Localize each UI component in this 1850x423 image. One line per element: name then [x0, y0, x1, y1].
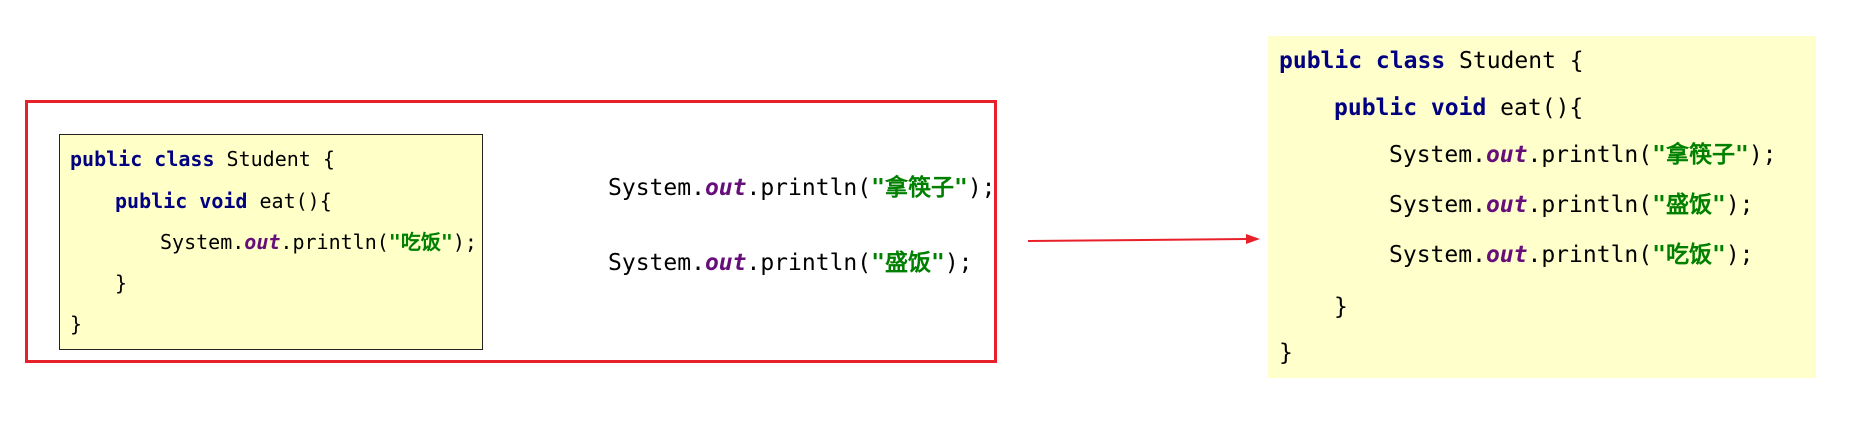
code-line-println: System.out.println("吃饭");: [160, 230, 477, 254]
code-line-class-close: }: [70, 312, 83, 336]
code-line-println: System.out.println("盛饭");: [1389, 192, 1754, 218]
code-line-class-decl: public class Student {: [1279, 48, 1584, 74]
code-line-method-decl: public void eat(){: [1334, 95, 1584, 121]
code-line-class-decl: public class Student {: [70, 147, 335, 171]
merged-class-code-block: public class Student { public void eat()…: [1268, 36, 1816, 378]
highlight-frame: [25, 100, 997, 363]
code-line-method-decl: public void eat(){: [115, 189, 332, 213]
code-line-method-close: }: [115, 271, 128, 295]
statement-line: System.out.println("盛饭");: [608, 250, 973, 276]
code-line-method-close: }: [1334, 294, 1348, 320]
merge-arrow-icon: [1027, 234, 1260, 244]
original-class-code-block: public class Student { public void eat()…: [59, 134, 483, 350]
code-line-println: System.out.println("拿筷子");: [1389, 142, 1777, 168]
code-line-class-close: }: [1279, 340, 1293, 366]
code-line-println: System.out.println("吃饭");: [1389, 242, 1754, 268]
statement-line: System.out.println("拿筷子");: [608, 175, 996, 201]
